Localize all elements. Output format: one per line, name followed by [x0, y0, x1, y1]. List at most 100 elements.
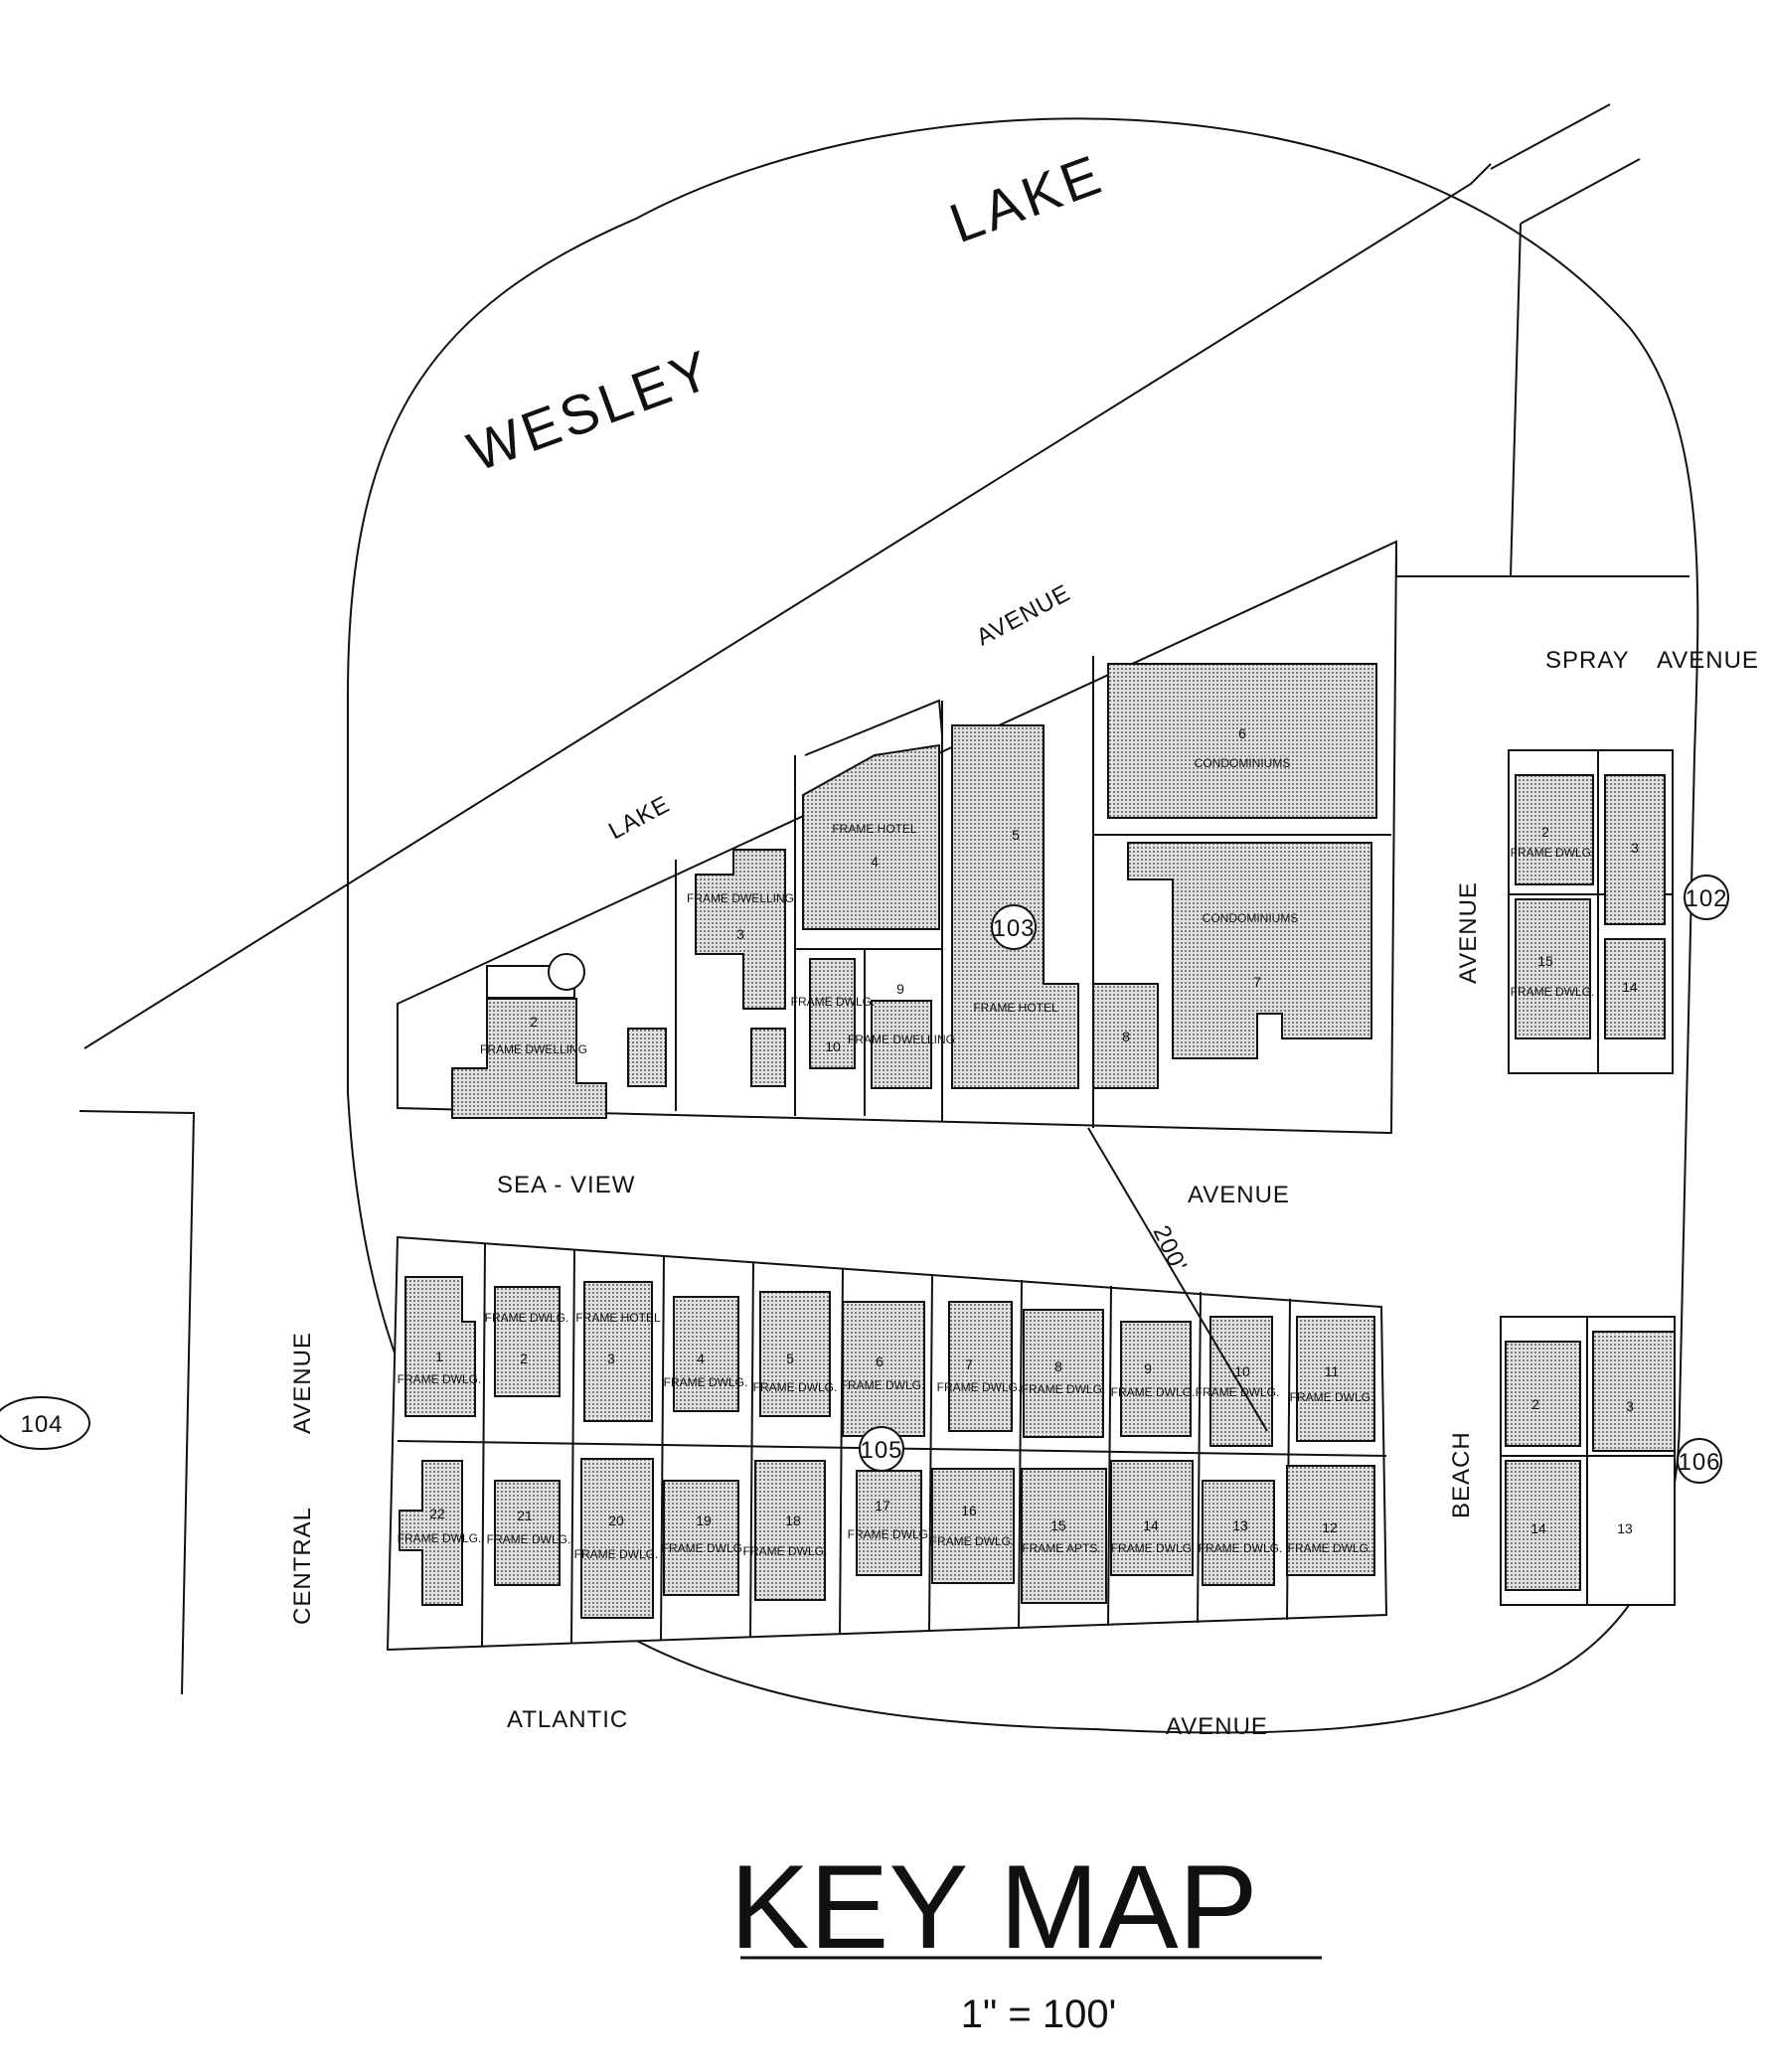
lot-label: FRAME DWLG.: [487, 1532, 571, 1546]
lot-number: 19: [696, 1513, 712, 1528]
lot-number: 6: [876, 1354, 884, 1369]
street-label-beach: BEACH: [1448, 1431, 1475, 1518]
lot-number: 15: [1050, 1517, 1066, 1533]
lot-label: FRAME DWLG.: [398, 1531, 482, 1545]
block-label-106: 106: [1678, 1449, 1720, 1476]
building-s20: [580, 1458, 654, 1619]
street-label-spray: SPRAY: [1545, 647, 1630, 674]
block-circle-104: [0, 1396, 90, 1450]
building-s14: [1110, 1460, 1194, 1576]
building-n3: [695, 849, 786, 1010]
block-label-103: 103: [992, 915, 1035, 942]
block-label-104: 104: [20, 1411, 63, 1438]
lot-number: 13: [1617, 1520, 1633, 1536]
map-title: KEY MAP: [729, 1840, 1257, 1974]
street-label-central: CENTRAL: [289, 1507, 316, 1625]
lot-number: 3: [736, 926, 744, 942]
lot-number: 7: [965, 1356, 973, 1372]
west-block-edge: [79, 1110, 196, 1695]
lot-number: 4: [697, 1351, 705, 1366]
lot-number: 9: [1144, 1360, 1152, 1376]
lake-shoreline-north: [1395, 103, 1641, 577]
building-s10: [1209, 1316, 1273, 1447]
lot-label: FRAME DWLG.: [1196, 1385, 1280, 1399]
lot-label: FRAME DWELLING: [848, 1033, 955, 1046]
lot-label: FRAME DWLG.: [1290, 1390, 1374, 1404]
street-label-seaview: SEA - VIEW: [497, 1172, 635, 1198]
lot-number: 8: [1054, 1358, 1062, 1374]
lot-number: 12: [1322, 1519, 1338, 1535]
lot-number: 3: [1631, 840, 1639, 856]
lot-number: 14: [1622, 979, 1638, 995]
water-label-wesley: WESLEY: [460, 337, 722, 483]
building-s7: [948, 1301, 1013, 1432]
street-label-seaview-avenue: AVENUE: [1188, 1182, 1290, 1208]
lot-number: 6: [1238, 725, 1246, 741]
lot-number: 1: [435, 1349, 443, 1364]
lot-label: FRAME DWLG.: [664, 1375, 748, 1389]
building-s4: [673, 1296, 739, 1412]
lot-label: FRAME HOTEL: [973, 1001, 1058, 1015]
building-s16: [931, 1468, 1015, 1584]
building-s18: [754, 1460, 826, 1601]
lot-number: 10: [825, 1038, 841, 1054]
lot-label: FRAME DWLG.: [1199, 1541, 1283, 1555]
north-block-notch: [804, 699, 943, 756]
lot-label: FRAME DWLG.: [753, 1380, 838, 1394]
lot-number: 3: [607, 1351, 615, 1366]
building-n2-turret: [548, 953, 585, 991]
building-e2: [1515, 774, 1594, 885]
lot-number: 17: [875, 1498, 890, 1514]
lot-number: 18: [785, 1513, 801, 1528]
lot-number: 11: [1325, 1363, 1340, 1379]
lot-label: FRAME DWLG.: [1511, 985, 1595, 999]
lot-number: 2: [530, 1014, 538, 1030]
lot-label: FRAME DWLG.: [848, 1527, 932, 1541]
lot-label: FRAME DWLG.: [841, 1378, 925, 1392]
street-label-lake: LAKE: [604, 791, 674, 846]
water-label-lake: LAKE: [942, 142, 1112, 255]
south-block-dividers: [481, 1243, 1291, 1648]
building-s11: [1296, 1316, 1375, 1442]
lot-label: FRAME DWLG.: [937, 1380, 1022, 1394]
building-n10: [809, 958, 856, 1069]
street-label-lake-avenue: AVENUE: [972, 579, 1075, 651]
lot-label: FRAME DWLG.: [662, 1541, 746, 1555]
building-s2: [494, 1286, 561, 1397]
lot-label: FRAME DWLG.: [1111, 1385, 1196, 1399]
building-e3: [1604, 774, 1666, 925]
lot-number: 14: [1143, 1517, 1159, 1533]
radius-label: 200': [1148, 1221, 1193, 1276]
block-circle-103: [991, 904, 1037, 950]
building-s19: [663, 1480, 739, 1596]
block-circle-102: [1684, 875, 1729, 920]
lot-label: FRAME HOTEL: [575, 1311, 661, 1325]
lot-label: FRAME DWLG.: [485, 1311, 569, 1325]
street-label-atlantic: ATLANTIC: [507, 1706, 628, 1733]
building-n6: [1107, 663, 1377, 819]
lot-number: 15: [1537, 953, 1553, 969]
lot-label: CONDOMINIUMS: [1195, 756, 1291, 770]
lot-number: 13: [1232, 1517, 1248, 1533]
lot-number: 8: [1122, 1029, 1130, 1044]
lake-shoreline: [83, 163, 1492, 1049]
lot-label: FRAME DWLG.: [743, 1544, 828, 1558]
lot-number: 3: [1626, 1398, 1634, 1414]
street-label-central-avenue: AVENUE: [289, 1332, 316, 1434]
building-s17: [856, 1470, 922, 1576]
building-f3: [1592, 1331, 1676, 1452]
block-label-102: 102: [1685, 885, 1727, 912]
lot-number: 21: [517, 1508, 533, 1523]
lot-label: FRAME DWELLING: [687, 891, 794, 905]
building-n2-shed: [627, 1028, 667, 1087]
lot-label: FRAME APTS.: [1022, 1541, 1100, 1555]
lot-label: CONDOMINIUMS: [1203, 911, 1299, 925]
building-s1: [404, 1276, 476, 1417]
lot-label: FRAME DWLG.: [398, 1372, 482, 1386]
lot-number: 14: [1530, 1520, 1546, 1536]
building-s8: [1023, 1309, 1104, 1438]
lot-label: FRAME DWLG.: [930, 1534, 1015, 1548]
lot-label: FRAME DWLG.: [1111, 1541, 1196, 1555]
lot-label: FRAME DWLG.: [1511, 846, 1595, 860]
